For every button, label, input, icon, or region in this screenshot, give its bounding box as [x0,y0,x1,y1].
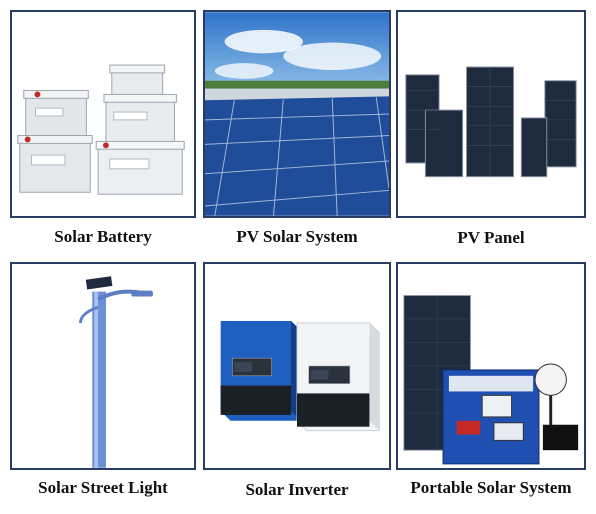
street-light-picture [12,264,194,468]
solar-inverter-image [203,262,391,470]
pv-solar-system-image [203,10,391,218]
portable-solar-system-image [396,262,586,470]
caption-solar-street-light: Solar Street Light [38,478,168,497]
solar-farm-picture [205,12,389,216]
pv-panel-image [396,10,586,218]
caption-solar-inverter: Solar Inverter [245,480,349,499]
inverters-picture [205,264,389,468]
portable-system-picture [398,264,584,468]
solar-battery-image [10,10,196,218]
solar-street-light-image [10,262,196,470]
battery-stack-picture [12,12,194,216]
caption-pv-panel: PV Panel [457,228,525,247]
pv-panels-picture [398,12,584,216]
caption-portable-solar-system: Portable Solar System [410,478,572,497]
caption-solar-battery: Solar Battery [54,227,152,246]
caption-pv-solar-system: PV Solar System [236,227,358,246]
